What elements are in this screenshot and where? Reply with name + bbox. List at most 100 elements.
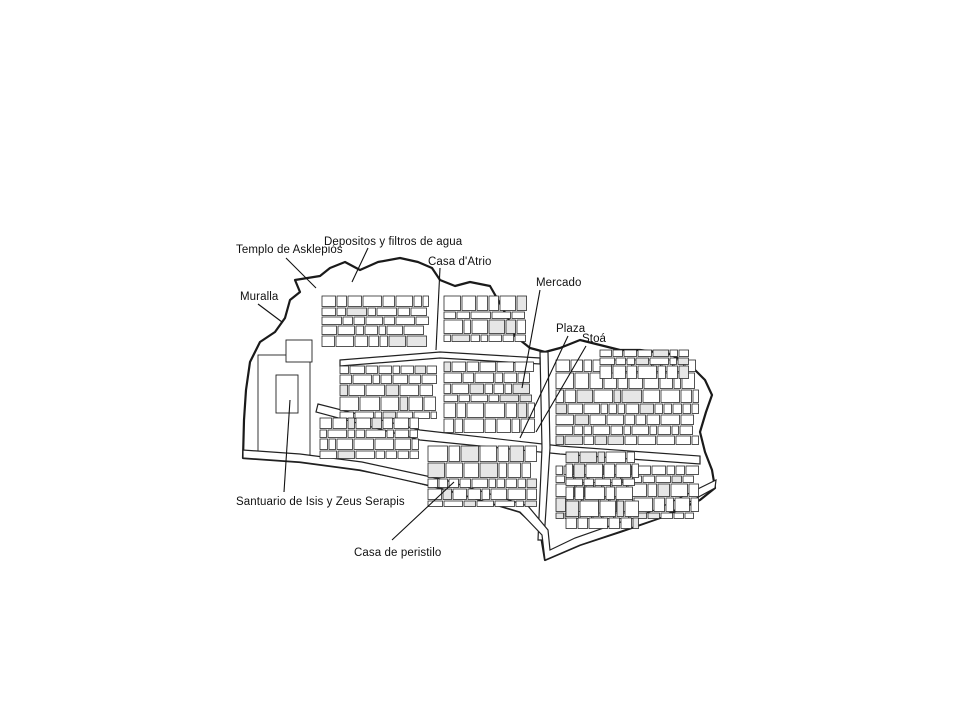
building-cell	[665, 497, 674, 512]
building-cell	[593, 389, 613, 403]
building-cell	[565, 500, 579, 517]
building-cell	[576, 389, 593, 403]
building-cell	[678, 349, 689, 357]
building-cell	[507, 488, 526, 500]
building-cell	[555, 425, 573, 435]
building-cell	[386, 325, 403, 335]
building-cell	[617, 403, 625, 414]
leader-muralla	[257, 303, 283, 323]
building-cell	[400, 365, 414, 374]
building-blocks	[319, 295, 699, 529]
building-cell	[339, 365, 349, 374]
building-cell	[666, 465, 675, 475]
building-cell	[488, 478, 496, 488]
building-cell	[470, 394, 488, 402]
building-cell	[512, 383, 530, 394]
building-cell	[342, 316, 353, 325]
building-cell	[505, 478, 517, 488]
building-cell	[378, 325, 386, 335]
building-cell	[321, 325, 337, 335]
building-cell	[519, 394, 532, 402]
building-cell	[507, 462, 521, 478]
building-cell	[663, 403, 672, 414]
building-cell	[321, 307, 336, 316]
building-cell	[430, 411, 437, 419]
building-cell	[413, 411, 430, 419]
building-cell	[626, 357, 635, 365]
building-cell	[372, 374, 380, 384]
building-cell	[589, 372, 603, 389]
building-cell	[498, 462, 507, 478]
label-casa-atrio: Casa d'Atrio	[428, 256, 491, 268]
building-cell	[642, 475, 655, 483]
building-cell	[613, 389, 621, 403]
building-cell	[511, 311, 525, 319]
building-cell	[443, 402, 456, 418]
building-cell	[612, 349, 623, 357]
label-stoa: Stoá	[582, 333, 607, 345]
building-cell	[637, 349, 652, 357]
building-cell	[479, 361, 496, 372]
building-cell	[347, 417, 355, 429]
building-cell	[514, 334, 526, 342]
building-cell	[462, 372, 474, 383]
building-cell	[583, 435, 594, 445]
building-cell	[526, 488, 537, 500]
building-cell	[348, 384, 365, 396]
building-cell	[654, 403, 663, 414]
building-cell	[624, 414, 635, 425]
building-cell	[605, 451, 626, 463]
building-cell	[639, 403, 654, 414]
building-cell	[365, 429, 386, 438]
building-cell	[452, 488, 467, 500]
building-cell	[577, 517, 588, 529]
building-cell	[555, 497, 566, 512]
building-cell	[443, 383, 451, 394]
building-cell	[451, 361, 466, 372]
building-cell	[574, 486, 584, 500]
building-cell	[456, 402, 466, 418]
building-cell	[611, 478, 622, 486]
leader-peristilo	[391, 481, 455, 541]
building-cell	[600, 403, 608, 414]
building-cell	[649, 425, 657, 435]
building-cell	[321, 295, 336, 307]
building-cell	[336, 295, 347, 307]
building-cell	[397, 307, 410, 316]
santuario-inner	[275, 374, 299, 414]
building-cell	[675, 465, 685, 475]
leader-stoa	[535, 345, 587, 433]
building-cell	[692, 389, 699, 403]
building-cell	[490, 488, 507, 500]
building-cell	[679, 425, 693, 435]
building-cell	[588, 517, 608, 529]
building-cell	[565, 486, 574, 500]
building-cell	[671, 475, 682, 483]
building-cell	[524, 445, 537, 462]
building-cell	[443, 394, 458, 402]
building-cell	[584, 486, 605, 500]
building-cell	[673, 512, 684, 519]
building-cell	[451, 334, 470, 342]
label-santuario: Santuario de Isis y Zeus Serapis	[236, 496, 405, 508]
building-cell	[466, 402, 484, 418]
building-cell	[615, 357, 626, 365]
building-cell	[332, 417, 347, 429]
building-cell	[461, 295, 476, 311]
building-cell	[680, 414, 694, 425]
building-cell	[610, 425, 623, 435]
building-cell	[321, 316, 342, 325]
building-cell	[657, 365, 666, 379]
building-cell	[382, 295, 395, 307]
building-cell	[409, 417, 419, 429]
building-cell	[647, 512, 660, 519]
building-cell	[319, 438, 328, 450]
building-cell	[438, 478, 448, 488]
label-depositos: Depositos y filtros de agua	[324, 236, 463, 248]
building-cell	[463, 319, 471, 334]
building-cell	[585, 463, 603, 478]
building-cell	[574, 372, 589, 389]
building-cell	[337, 450, 355, 459]
building-cell	[688, 483, 699, 497]
building-cell	[353, 316, 365, 325]
